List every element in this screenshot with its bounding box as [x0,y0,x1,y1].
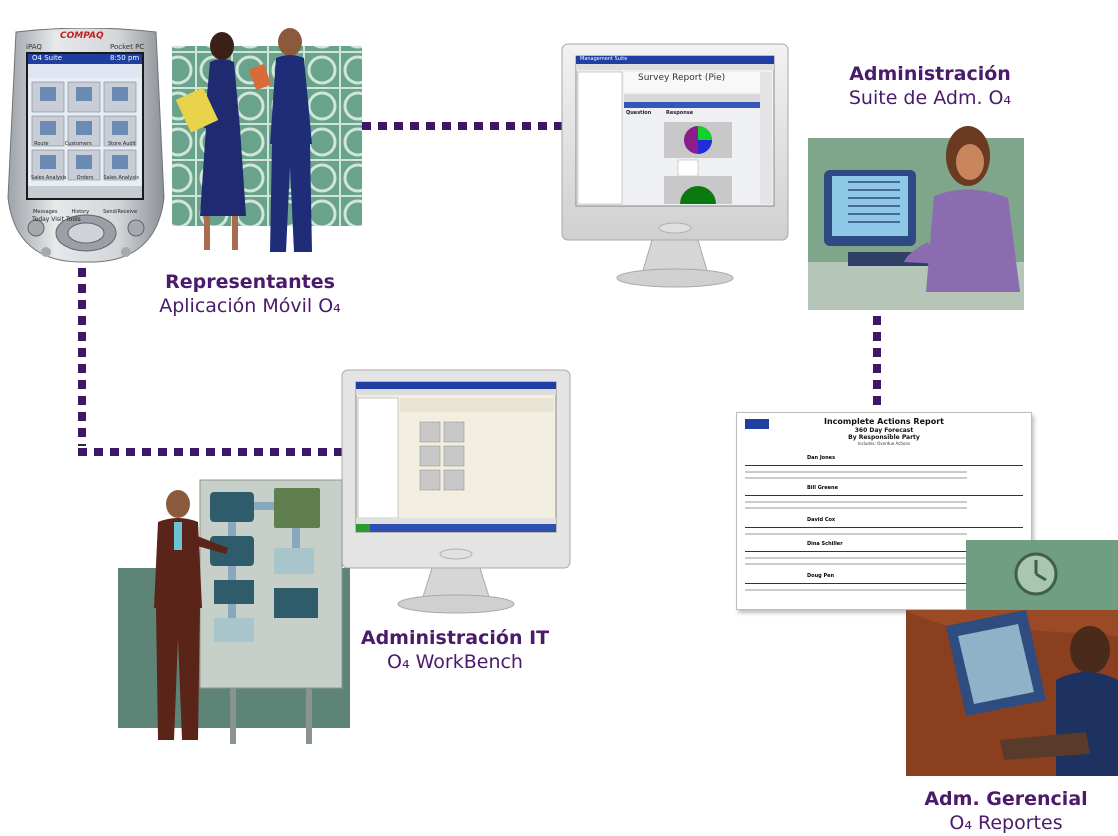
node-mgmt-subtitle: O₄ Reportes [949,812,1063,834]
sales-reps-illustration [160,16,370,260]
report-section-name: Doug Pen [807,573,835,579]
node-it-label: Administración IT O₄ WorkBench [320,626,590,674]
it-presenter-illustration [118,478,368,748]
report-section: David Cox [745,517,1023,535]
admin-worker-illustration [808,112,1028,314]
report-subtitle-2: By Responsible Party [848,434,920,441]
pda-app-label[interactable]: Send/Receive [103,209,138,215]
report-section: Dan Jones [745,455,1023,479]
pda-device: COMPAQ iPAQ Pocket PC O4 Suite 8:50 pm T… [6,28,166,264]
report-section-name: David Cox [807,517,836,523]
connector-mobile-it-vertical [78,268,86,446]
pda-app-label[interactable]: Orders [76,175,94,181]
pda-sub-brand: Pocket PC [110,43,145,51]
survey-col-response: Response [666,110,694,116]
pda-app-label[interactable]: Sales Analysis [31,175,67,181]
report-title: Incomplete Actions Report [824,417,944,426]
pda-app-title: O4 Suite [32,54,63,62]
pda-brand: COMPAQ [60,31,104,41]
pda-menu-item[interactable]: Tools [66,216,81,223]
survey-window-title: Management Suite [580,56,628,62]
node-it-title: Administración IT [360,627,550,649]
report-section-name: Dina Schiller [807,541,843,547]
report-logo [745,419,769,429]
connector-mobile-it-horizontal [78,448,346,456]
report-section: Bill Greene [745,485,1023,509]
pda-app-label[interactable]: Sales Analysis [103,175,139,181]
node-admin-label: Administración Suite de Adm. O₄ [800,62,1060,110]
report-section: Dina Schiller [745,541,1023,565]
node-it-subtitle: O₄ WorkBench [387,651,523,673]
node-mobile-title: Representantes [165,271,335,293]
pda-menu-bar: Today Visit Tools [32,216,81,223]
node-mgmt-title: Adm. Gerencial [924,788,1088,810]
pda-menu-item[interactable]: Visit [51,216,65,223]
pda-app-label[interactable]: Customers [64,141,92,147]
connector-admin-report [873,316,881,406]
pda-app-label[interactable]: Messages [32,209,58,215]
pda-app-label[interactable]: History [71,209,90,215]
pda-app-label[interactable]: Store Audit [107,141,136,147]
node-admin-title: Administración [849,63,1011,85]
pda-app-label[interactable]: Route [34,141,49,147]
report-section: Doug Pen [745,573,1023,591]
node-mobile-subtitle: Aplicación Móvil O₄ [159,295,341,317]
report-subtitle-3: Includes: Overdue Actions [857,441,911,446]
survey-heading: Survey Report (Pie) [638,73,726,83]
node-admin-subtitle: Suite de Adm. O₄ [848,87,1012,109]
pda-model: iPAQ [26,43,42,51]
pda-menu-item[interactable]: Today [32,216,50,223]
report-section-name: Dan Jones [807,455,836,461]
admin-monitor: Management Suite Survey Report (Pie) Que… [560,42,790,292]
pda-time: 8:50 pm [110,54,140,62]
node-mobile-label: Representantes Aplicación Móvil O₄ [120,270,380,318]
survey-col-question: Question [626,110,652,116]
connector-mobile-admin [362,122,570,130]
report-subtitle-1: 360 Day Forecast [854,427,914,434]
node-mgmt-label: Adm. Gerencial O₄ Reportes [880,787,1118,835]
it-monitor [340,368,572,618]
report-section-name: Bill Greene [807,485,838,491]
manager-illustration [906,540,1118,776]
